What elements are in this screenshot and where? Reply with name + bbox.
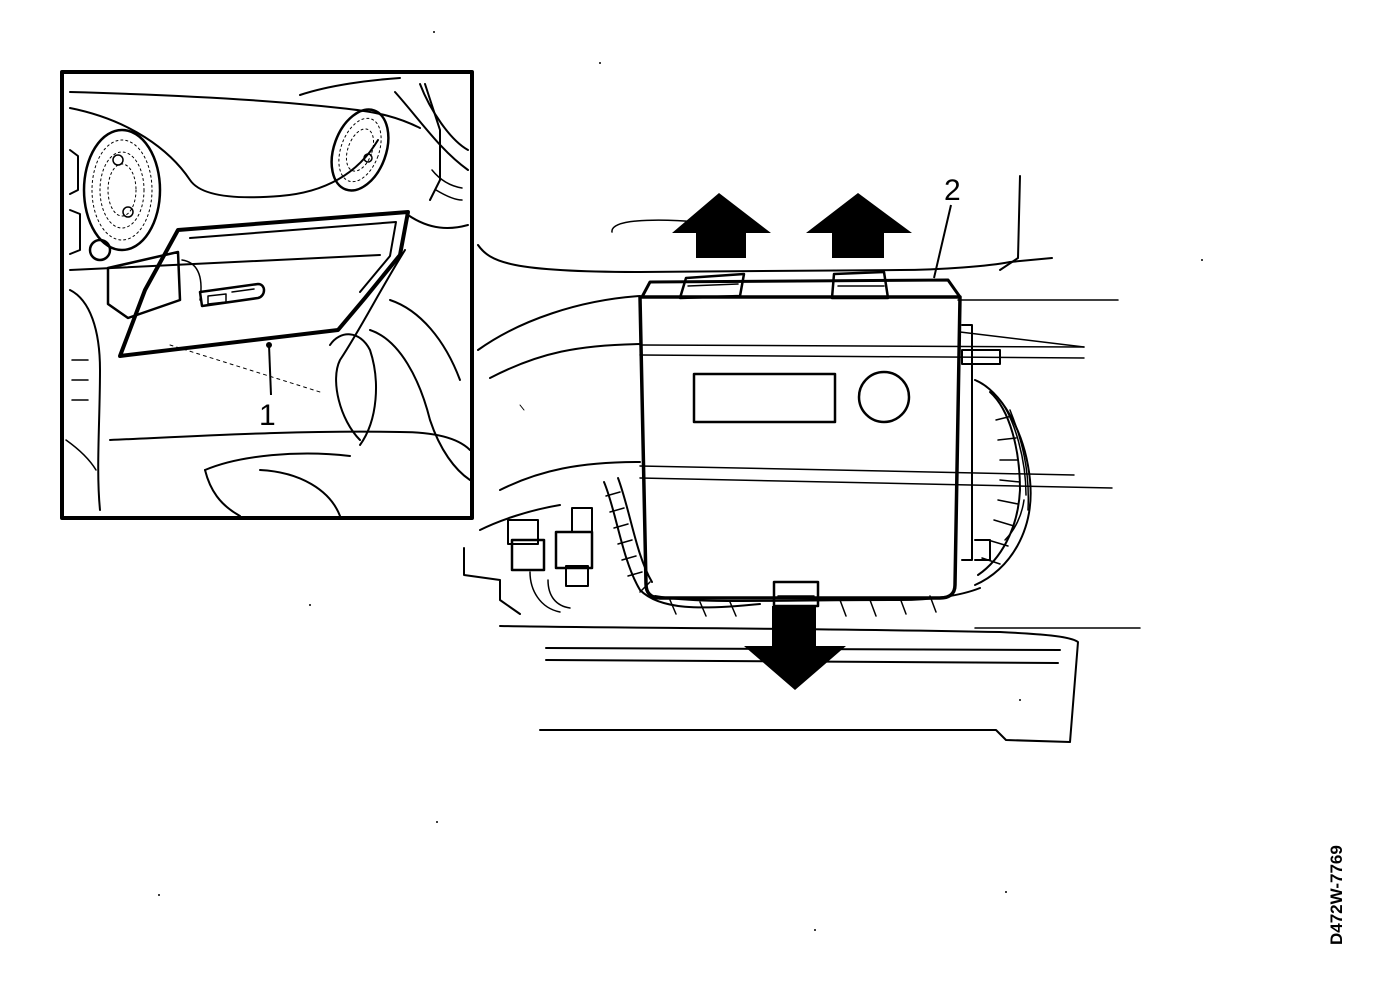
control-module <box>638 270 962 608</box>
glovebox-lid <box>118 210 410 358</box>
arrow-up-icon <box>672 193 771 258</box>
top-clip-left <box>678 272 746 300</box>
bottom-clip <box>772 580 820 608</box>
callout-1-label: 1 <box>259 399 276 432</box>
main-module-view: 2 <box>463 174 1141 743</box>
right-air-vent <box>330 108 390 192</box>
scan-specks <box>158 31 1203 931</box>
figure-code: D472W-7769 <box>1327 845 1346 945</box>
top-clip-right <box>830 270 890 300</box>
wire-harness-left <box>463 477 761 615</box>
inset-linework <box>65 77 470 516</box>
inset-dashboard-view: 1 <box>60 70 474 520</box>
module-round-port <box>857 370 911 424</box>
callout-2-label: 2 <box>944 174 961 207</box>
left-air-vent <box>82 128 162 252</box>
callout-1-leader <box>268 344 272 396</box>
dash-knob <box>88 238 112 262</box>
module-label-window <box>692 372 837 424</box>
inset-frame <box>60 70 474 520</box>
arrow-up-icon <box>806 193 912 258</box>
callout-2-leader <box>933 204 952 279</box>
glovebox-latch <box>198 282 266 308</box>
callout-1-dot <box>266 342 272 348</box>
wire-harness-right <box>961 324 1032 586</box>
